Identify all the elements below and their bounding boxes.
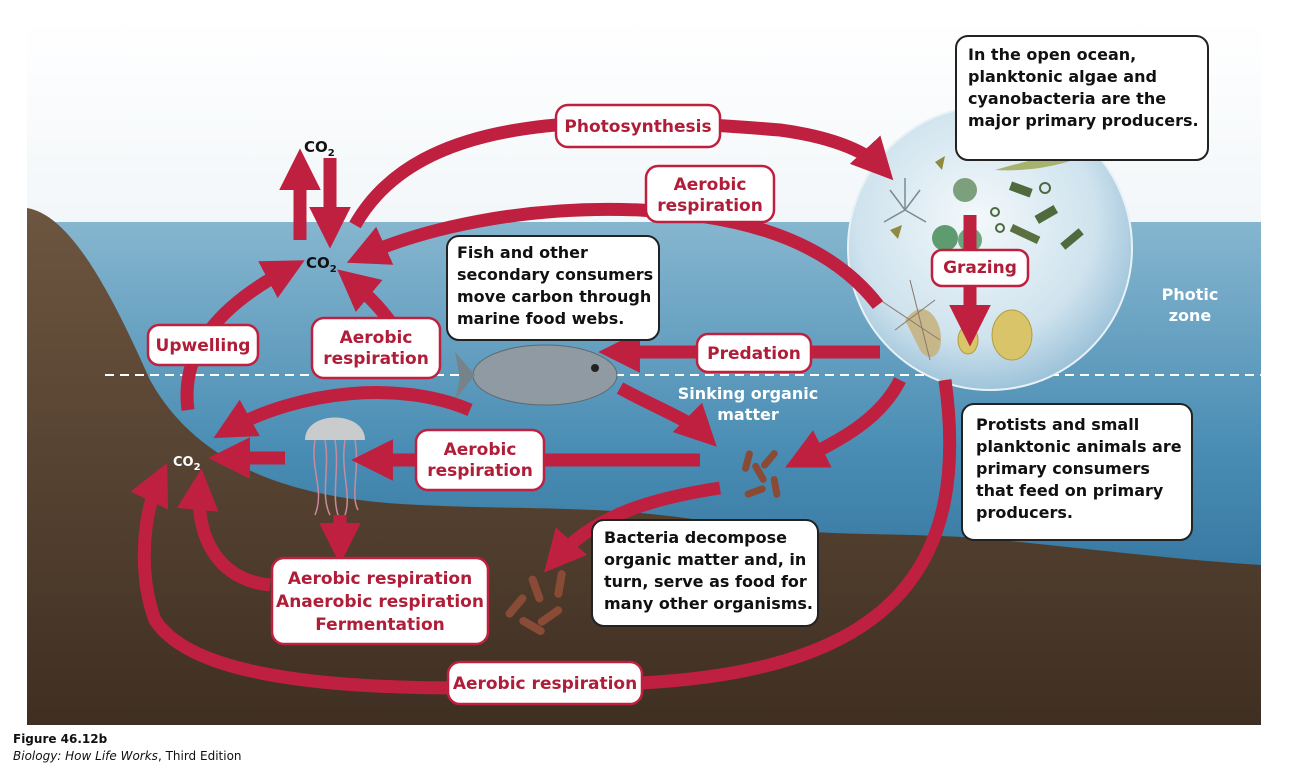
plankton-illustration <box>879 150 1095 361</box>
svg-text:Aerobic respiration: Aerobic respiration <box>288 569 472 589</box>
label-predation: Predation <box>695 332 813 374</box>
svg-text:CO2: CO2 <box>173 455 201 473</box>
svg-text:respiration: respiration <box>657 196 763 216</box>
note-producers: In the open ocean, planktonic algae and … <box>955 35 1209 161</box>
svg-text:Aerobic: Aerobic <box>444 440 517 460</box>
svg-text:planktonic animals are: planktonic animals are <box>976 437 1182 456</box>
svg-text:Photic: Photic <box>1162 285 1219 304</box>
label-aerobic-left: Aerobic respiration <box>310 316 442 380</box>
svg-text:Photosynthesis: Photosynthesis <box>564 117 711 137</box>
svg-text:CO2: CO2 <box>306 254 337 275</box>
note-fish: Fish and other secondary consumers move … <box>446 235 660 341</box>
bacteria-sediment <box>505 570 566 635</box>
fish-illustration <box>455 344 618 406</box>
co2-surface: CO2 <box>306 254 337 275</box>
photic-zone-label: Photic zone <box>1162 285 1219 325</box>
svg-text:In the open ocean,: In the open ocean, <box>968 45 1136 64</box>
svg-text:Sinking organic: Sinking organic <box>678 384 818 403</box>
arrow-aerobic-top <box>346 202 884 309</box>
svg-text:planktonic algae and: planktonic algae and <box>968 67 1157 86</box>
co2-deep: CO2 <box>173 455 201 473</box>
svg-text:Anaerobic respiration: Anaerobic respiration <box>276 592 484 612</box>
svg-text:Fermentation: Fermentation <box>315 615 445 635</box>
arrow-fish-co2 <box>213 386 473 439</box>
svg-text:marine food webs.: marine food webs. <box>457 309 624 328</box>
book-credit: Biology: How Life Works, Third Edition <box>13 748 242 765</box>
svg-text:major primary producers.: major primary producers. <box>968 111 1199 130</box>
svg-text:organic matter and, in: organic matter and, in <box>604 550 806 569</box>
arrow-bacteria-sediment <box>544 481 721 573</box>
svg-text:Aerobic: Aerobic <box>674 175 747 195</box>
svg-text:that feed on primary: that feed on primary <box>976 481 1164 500</box>
label-aerobic-mid: Aerobic respiration <box>414 428 546 492</box>
svg-text:respiration: respiration <box>427 461 533 481</box>
svg-text:secondary consumers: secondary consumers <box>457 265 653 284</box>
book-title: Biology: How Life Works <box>13 749 158 763</box>
svg-text:Predation: Predation <box>707 344 801 364</box>
label-grazing: Grazing <box>930 248 1030 288</box>
label-upwelling: Upwelling <box>146 323 260 367</box>
svg-text:matter: matter <box>717 405 779 424</box>
label-aerobic-bottom: Aerobic respiration <box>446 660 644 706</box>
book-edition: , Third Edition <box>157 749 242 763</box>
svg-text:zone: zone <box>1169 306 1212 325</box>
label-photosynthesis: Photosynthesis <box>554 103 722 149</box>
svg-text:Grazing: Grazing <box>943 258 1017 278</box>
arrow-sediment-co2 <box>177 468 271 592</box>
svg-text:Protists and small: Protists and small <box>976 415 1139 434</box>
note-consumers: Protists and small planktonic animals ar… <box>961 403 1193 541</box>
svg-text:Aerobic: Aerobic <box>340 328 413 348</box>
svg-text:Bacteria decompose: Bacteria decompose <box>604 528 787 547</box>
figure-number: Figure 46.12b <box>13 732 108 746</box>
figure-caption: Figure 46.12b Biology: How Life Works, T… <box>13 731 242 765</box>
label-aerobic-top: Aerobic respiration <box>644 164 776 224</box>
svg-text:CO2: CO2 <box>304 138 335 159</box>
svg-text:primary consumers: primary consumers <box>976 459 1150 478</box>
arrow-consumers-sink <box>785 376 906 468</box>
sinking-matter-label: Sinking organic matter <box>678 384 818 424</box>
svg-text:producers.: producers. <box>976 503 1073 522</box>
svg-text:Fish and other: Fish and other <box>457 243 588 262</box>
svg-text:respiration: respiration <box>323 349 429 369</box>
svg-text:move carbon through: move carbon through <box>457 287 651 306</box>
svg-text:cyanobacteria are the: cyanobacteria are the <box>968 89 1166 108</box>
svg-text:many other organisms.: many other organisms. <box>604 594 813 613</box>
note-bacteria: Bacteria decompose organic matter and, i… <box>591 519 819 627</box>
svg-text:Aerobic respiration: Aerobic respiration <box>453 674 637 694</box>
arrow-fish-sink <box>616 382 717 447</box>
svg-text:turn, serve as food for: turn, serve as food for <box>604 572 807 591</box>
co2-top: CO2 <box>304 138 335 159</box>
bacteria-mid <box>742 450 781 498</box>
label-sediment-processes: Aerobic respiration Anaerobic respiratio… <box>270 556 490 646</box>
svg-text:Upwelling: Upwelling <box>156 336 251 356</box>
